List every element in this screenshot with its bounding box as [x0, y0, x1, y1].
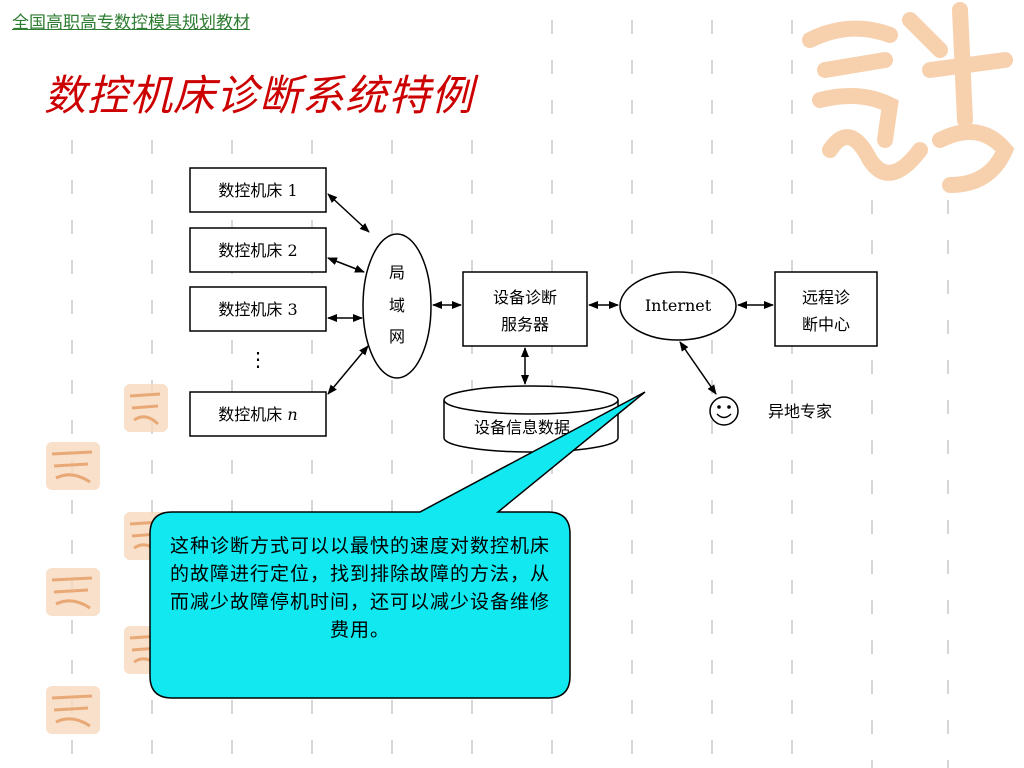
lan-label-2: 域 — [389, 296, 405, 315]
seal-decoration — [46, 568, 100, 616]
remote-label-1: 远程诊 — [802, 288, 850, 307]
lan-label-3: 网 — [389, 327, 405, 346]
callout-text: 这种诊断方式可以以最快的速度对数控机床的故障进行定位，找到排除故障的方法，从而减… — [170, 535, 551, 641]
machine-box-1 — [189, 167, 327, 213]
slide-title: 数控机床诊断系统特例 — [44, 71, 475, 120]
server-box — [462, 271, 588, 347]
seal-decoration — [46, 442, 100, 490]
machine-label-1: 数控机床 1 — [218, 181, 297, 200]
database-top — [443, 385, 619, 415]
seal-decoration — [124, 384, 168, 432]
remote-center-box — [774, 271, 878, 347]
server-label-1: 设备诊断 — [493, 288, 557, 307]
machine-label-2: 数控机床 2 — [218, 241, 297, 260]
internet-ellipse — [619, 271, 737, 341]
machine-label-3: 数控机床 3 — [218, 300, 297, 319]
arrow-mn-lan — [327, 345, 369, 395]
expert-label: 异地专家 — [768, 402, 832, 421]
machine-box-n — [189, 391, 327, 437]
expert-smiley-icon — [709, 396, 739, 426]
arrow-internet-expert — [679, 341, 717, 395]
database-label: 设备信息数据 — [474, 418, 570, 437]
seal-decoration — [46, 686, 100, 734]
callout-bubble — [149, 391, 646, 699]
remote-label-2: 断中心 — [802, 315, 850, 334]
server-label-2: 服务器 — [501, 315, 549, 334]
decorative-watermark — [802, 2, 1015, 193]
lan-label-1: 局 — [389, 263, 405, 282]
machine-label-n: 数控机床 n — [218, 405, 297, 424]
lan-ellipse — [362, 233, 432, 379]
internet-label: Internet — [645, 296, 712, 315]
arrow-m1-lan — [327, 193, 370, 233]
ellipsis: ⋮ — [248, 347, 268, 371]
machine-box-3 — [189, 286, 327, 332]
machine-box-2 — [189, 227, 327, 273]
arrow-m2-lan — [327, 257, 365, 273]
course-header: 全国高职高专数控模具规划教材 — [12, 13, 250, 33]
